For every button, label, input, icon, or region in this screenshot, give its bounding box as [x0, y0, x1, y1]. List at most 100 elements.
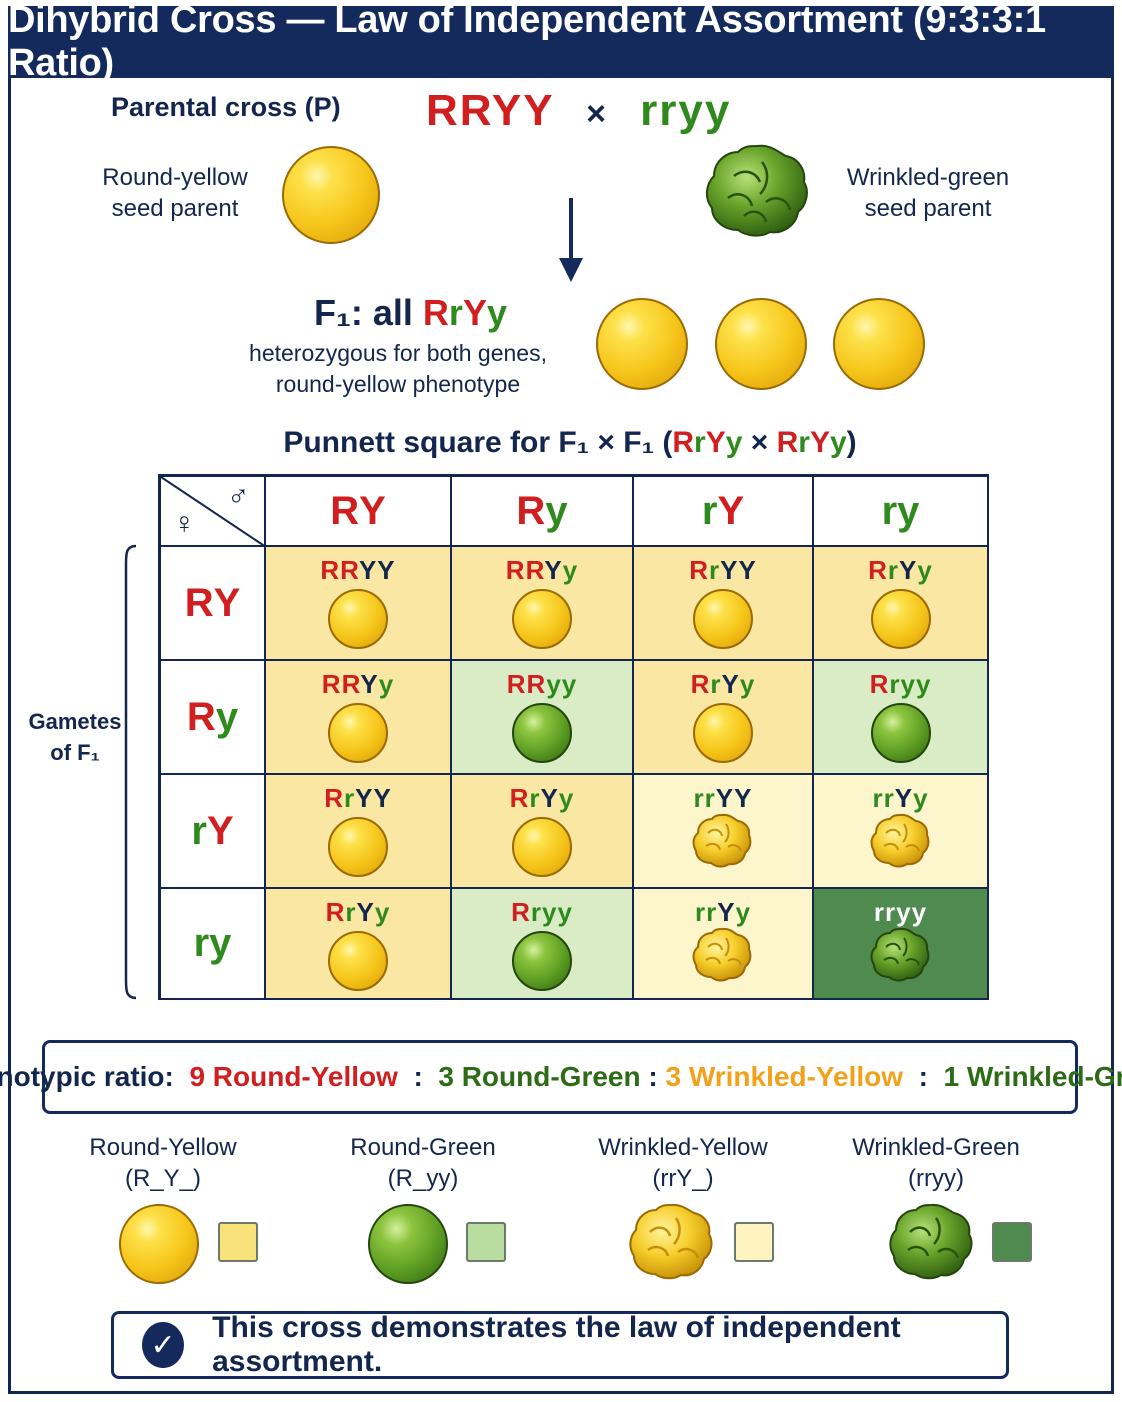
cross-symbol: × — [586, 95, 608, 133]
legend-round-yellow-swatch — [218, 1222, 258, 1262]
legend-name: Wrinkled-Yellow — [598, 1134, 768, 1161]
cell-genotype: RRYy — [321, 669, 395, 699]
round-yellow-seed — [328, 931, 388, 991]
gametes-label-line2: of F₁ — [50, 740, 100, 765]
f1-prefix: F₁: all — [314, 292, 413, 333]
wrinkled-yellow-seed — [870, 813, 929, 868]
conclusion-text: This cross demonstrates the law of indep… — [212, 1311, 901, 1378]
f1-seed-2 — [715, 298, 807, 390]
f1-desc-line1: heterozygous for both genes, — [249, 340, 547, 366]
punnett-cell-Rryy: Rryy — [814, 661, 989, 775]
legend-round-green-label: Round-Green (R_yy) — [338, 1132, 508, 1194]
cell-genotype: RRYy — [505, 555, 579, 585]
round-yellow-seed — [870, 589, 931, 649]
punnett-cell-RrYy: RrYy — [814, 547, 989, 661]
legend-round-green-swatch — [466, 1222, 506, 1262]
punnett-cell-RRYY: RRYY — [266, 547, 452, 661]
pt-g1-y: y — [725, 426, 743, 459]
gametes-bracket — [124, 544, 137, 1000]
gametes-side-label: Gametes of F₁ — [20, 706, 130, 768]
f1-g-Y: Y — [462, 292, 487, 333]
f1-seed-3 — [833, 298, 925, 390]
parental-label: Parental cross (P) — [111, 92, 341, 122]
parent1-label: Round-yellow seed parent — [90, 162, 260, 224]
cell-genotype: Rryy — [869, 669, 932, 699]
cell-genotype: rryy — [873, 897, 928, 927]
cell-genotype: RRyy — [506, 669, 578, 699]
pt-mid: × — [742, 426, 777, 459]
gametes-label-line1: Gametes — [28, 709, 122, 734]
legend-round-yellow-seed — [119, 1204, 199, 1284]
parental-cross: RRYY × rryy — [426, 86, 731, 136]
parent2-genotype: rryy — [640, 86, 732, 135]
round-yellow-parent-seed — [282, 146, 380, 244]
round-green-seed — [870, 703, 931, 763]
ratio-round-yellow: 9 Round-Yellow — [189, 1061, 398, 1092]
f1-g-y: y — [486, 292, 507, 333]
wrinkled-yellow-seed — [692, 927, 752, 982]
cell-genotype: RrYY — [324, 783, 392, 813]
f1-g-r: r — [448, 292, 463, 333]
punnett-cell-rrYy: rrYy — [634, 889, 814, 1000]
legend-name: Round-Green — [350, 1134, 496, 1161]
legend-code: (R_Y_) — [124, 1165, 202, 1192]
pt-g2-R: R — [776, 426, 799, 459]
pt-g2-r: r — [798, 426, 810, 459]
legend-wrinkled-green-seed — [889, 1203, 973, 1280]
down-arrow-icon — [559, 198, 583, 282]
ratio-sep-2: : — [648, 1061, 658, 1092]
round-yellow-seed — [328, 817, 388, 877]
legend-round-yellow-label: Round-Yellow (R_Y_) — [78, 1132, 248, 1194]
round-yellow-seed — [512, 589, 572, 649]
ratio-round-green: 3 Round-Green — [438, 1061, 641, 1092]
cell-genotype: RrYy — [325, 897, 391, 927]
f1-heading: F₁: all RrYy — [314, 292, 507, 334]
round-yellow-seed — [328, 703, 388, 763]
ratio-label: Phenotypic ratio: — [0, 1061, 174, 1092]
f1-desc-line2: round-yellow phenotype — [275, 371, 521, 397]
pt-suffix: ) — [846, 426, 857, 459]
wrinkled-green-seed — [870, 927, 929, 982]
wrinkled-green-parent-seed — [706, 144, 808, 237]
legend-name: Wrinkled-Green — [852, 1134, 1020, 1161]
cell-genotype: RrYy — [509, 783, 575, 813]
pt-g1-r: r — [694, 426, 706, 459]
round-yellow-seed — [328, 589, 388, 649]
round-yellow-seed — [512, 817, 572, 877]
f1-g-R: R — [422, 292, 449, 333]
punnett-cell-Rryy: Rryy — [452, 889, 634, 1000]
cell-genotype: RRYY — [320, 555, 396, 585]
punnett-cell-RRyy: RRyy — [452, 661, 634, 775]
punnett-cell-RRYy: RRYy — [266, 661, 452, 775]
legend-name: Round-Yellow — [89, 1134, 237, 1161]
corner-diagonal — [161, 477, 266, 547]
female-symbol-icon: ♀ — [173, 507, 196, 540]
punnett-title: Punnett square for F₁ × F₁ (RrYy × RrYy) — [160, 426, 980, 460]
round-green-seed — [512, 703, 572, 763]
male-symbol-icon: ♂ — [227, 479, 250, 512]
cell-genotype: RrYy — [868, 555, 933, 585]
legend-code: (rrY_) — [652, 1165, 714, 1192]
page-title: Dihybrid Cross — Law of Independent Asso… — [8, 0, 1114, 84]
f1-description: heterozygous for both genes, round-yello… — [220, 338, 576, 400]
punnett-cell-rrYy: rrYy — [814, 775, 989, 889]
punnett-cell-RrYY: RrYY — [266, 775, 452, 889]
punnett-cell-RrYy: RrYy — [452, 775, 634, 889]
gamete-corner-cell: ♀♂ — [161, 477, 266, 547]
parent2-label: Wrinkled-green seed parent — [838, 162, 1018, 224]
ratio-sep-3: : — [918, 1061, 928, 1092]
legend-code: (R_yy) — [387, 1165, 459, 1192]
cell-genotype: rrYy — [872, 783, 929, 813]
legend-round-green-seed — [368, 1204, 448, 1284]
legend-wrinkled-yellow-swatch — [734, 1222, 774, 1262]
check-icon: ✓ — [142, 1322, 185, 1368]
legend-wrinkled-yellow-label: Wrinkled-Yellow (rrY_) — [588, 1132, 778, 1194]
ratio-wrinkled-yellow: 3 Wrinkled-Yellow — [665, 1061, 904, 1092]
cell-genotype: rrYy — [694, 897, 752, 927]
punnett-cell-rryy: rryy — [814, 889, 989, 1000]
